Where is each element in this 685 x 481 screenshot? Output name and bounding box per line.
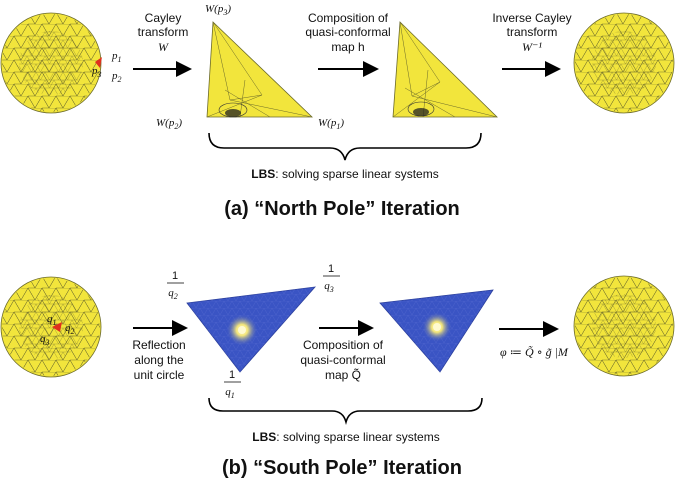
north-step2-line1: Composition of — [308, 11, 389, 25]
south-step1-line1: Reflection — [132, 338, 185, 352]
north-triangle-1 — [206, 21, 313, 118]
label-q2: q2 — [65, 322, 75, 336]
south-step1-line2: along the — [134, 353, 184, 367]
south-brace — [208, 397, 483, 426]
south-caption: (b) “South Pole” Iteration — [222, 457, 462, 479]
north-step2-line3: map h — [331, 40, 364, 54]
label-p3: p3 — [91, 65, 102, 79]
label-inv-q3: 1 q3 — [323, 263, 340, 294]
north-result-disk — [573, 12, 675, 114]
label-p1: p1 — [111, 50, 122, 64]
label-q3: q3 — [40, 333, 50, 347]
north-source-disk — [0, 12, 102, 114]
svg-text:1: 1 — [172, 270, 178, 282]
north-step3-line2: transform — [507, 25, 558, 39]
north-caption: (a) “North Pole” Iteration — [224, 198, 460, 220]
north-step1-symbol: W — [158, 40, 169, 54]
south-source-disk — [0, 276, 102, 378]
south-brace-label: LBS: solving sparse linear systems — [252, 430, 439, 444]
south-step1-line3: unit circle — [134, 368, 185, 382]
north-step1-line2: transform — [138, 25, 189, 39]
south-triangle-1 — [186, 286, 316, 373]
svg-text:q1: q1 — [225, 386, 235, 400]
svg-text:1: 1 — [328, 263, 334, 275]
north-triangle-2 — [392, 21, 498, 118]
label-inv-q2: 1 q2 — [167, 270, 184, 301]
north-brace-label: LBS: solving sparse linear systems — [251, 167, 438, 181]
south-step2-line1: Composition of — [303, 338, 384, 352]
north-step1-line1: Cayley — [145, 11, 182, 25]
svg-text:1: 1 — [229, 369, 235, 381]
south-step2-line2: quasi-conformal — [300, 353, 385, 367]
south-result-disk — [573, 275, 675, 377]
label-p2: p2 — [111, 70, 122, 84]
label-inv-q1: 1 q1 — [224, 369, 241, 400]
label-q1: q1 — [47, 313, 57, 327]
south-step2-line3: map Q̃ — [325, 367, 361, 382]
label-wp3: W(p3) — [205, 3, 231, 17]
north-red-marker — [95, 57, 102, 68]
south-result-formula: φ ≔ Q̃ ∘ g̃ |M — [500, 345, 569, 359]
north-step3-line1: Inverse Cayley — [492, 11, 571, 25]
north-step3-symbol: W⁻¹ — [522, 40, 542, 54]
north-step2-line2: quasi-conformal — [305, 25, 390, 39]
north-brace — [208, 132, 482, 161]
svg-text:q3: q3 — [324, 280, 334, 294]
south-red-marker — [52, 322, 62, 332]
label-wp2: W(p2) — [156, 117, 182, 131]
south-triangle-2 — [379, 289, 494, 373]
label-wp1: W(p1) — [318, 117, 344, 131]
svg-text:q2: q2 — [168, 287, 178, 301]
